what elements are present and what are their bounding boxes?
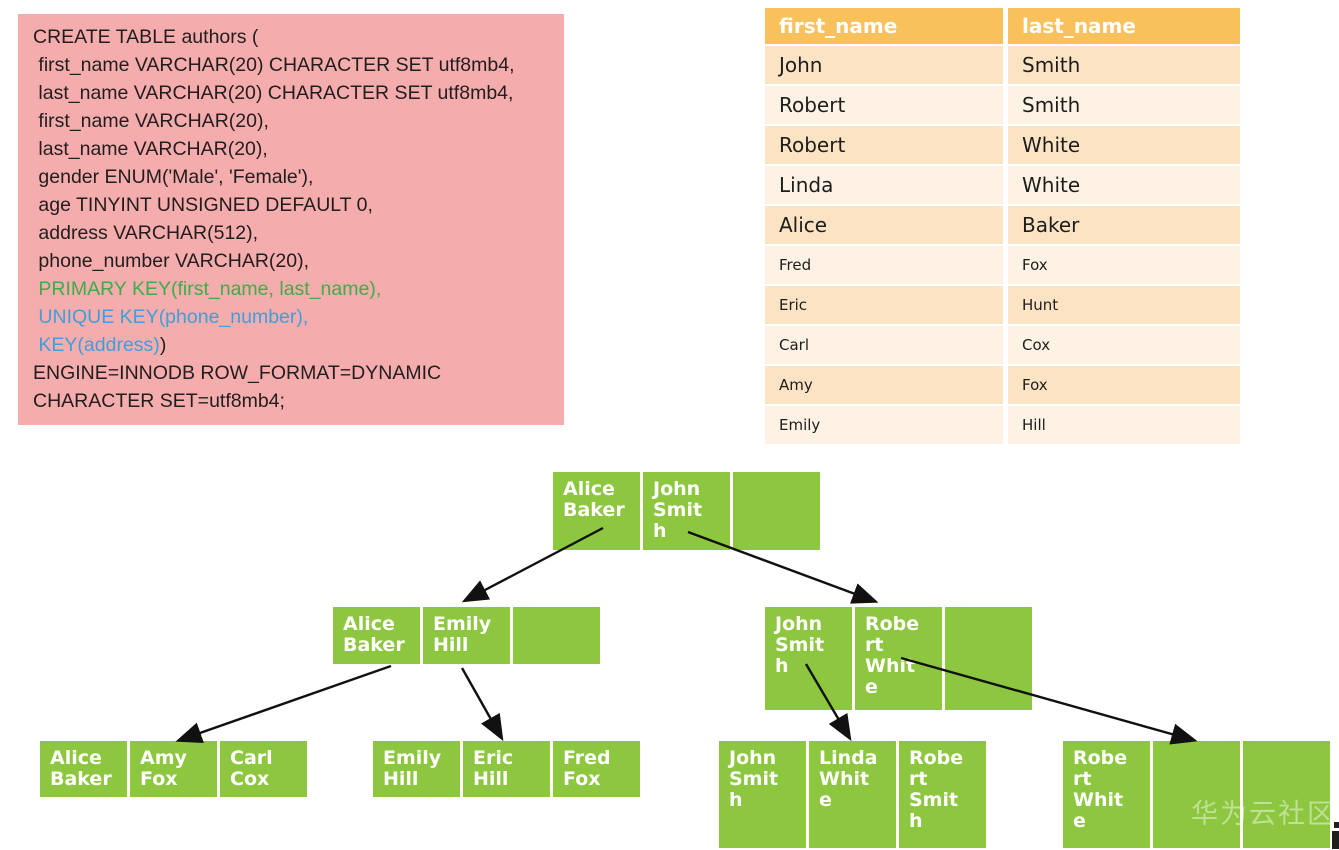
first-name-cell: Carl <box>765 326 1003 364</box>
last-name-cell: Baker <box>1008 206 1240 244</box>
column-header-last-name: last_name <box>1008 8 1240 44</box>
btree-arrow <box>175 664 392 744</box>
btree-node-root-cell: John Smit h <box>643 472 730 550</box>
code-line: address VARCHAR(512), <box>33 222 259 244</box>
code-line: gender ENUM('Male', 'Female'), <box>33 166 314 188</box>
btree-node-leaf-2-cell: Eric Hill <box>463 741 550 797</box>
btree-node-leaf-1-cell: Alice Baker <box>40 741 127 797</box>
btree-node-leaf-1-cell: Carl Cox <box>220 741 307 797</box>
btree-node-mid-right-cell: Robe rt Whit e <box>855 607 942 710</box>
btree-node-mid-right-cell <box>945 607 1032 710</box>
code-line: ENGINE=INNODB ROW_FORMAT=DYNAMIC <box>33 362 442 384</box>
code-line: last_name VARCHAR(20) CHARACTER SET utf8… <box>33 82 514 104</box>
btree-node-mid-right-cell: John Smit h <box>765 607 852 710</box>
btree-node-leaf-2-cell: Fred Fox <box>553 741 640 797</box>
btree-node-root-cell <box>733 472 820 550</box>
column-header-first-name: first_name <box>765 8 1003 44</box>
code-line: CHARACTER SET=utf8mb4; <box>33 390 285 412</box>
first-name-cell: Robert <box>765 126 1003 164</box>
sql-create-table-code-block: CREATE TABLE authors ( first_name VARCHA… <box>18 14 564 425</box>
last-name-cell: Hill <box>1008 406 1240 444</box>
btree-node-leaf-4-cell <box>1243 741 1330 848</box>
btree-node-mid-left-cell: Emily Hill <box>423 607 510 664</box>
table-header-row: first_name last_name <box>765 8 1240 44</box>
last-name-cell: Fox <box>1008 366 1240 404</box>
first-name-cell: Eric <box>765 286 1003 324</box>
last-name-cell: White <box>1008 166 1240 204</box>
btree-node-root-cell: Alice Baker <box>553 472 640 550</box>
last-name-cell: Smith <box>1008 46 1240 84</box>
last-name-cell: Cox <box>1008 326 1240 364</box>
btree-node-leaf-1-cell: Amy Fox <box>130 741 217 797</box>
code-line: first_name VARCHAR(20) CHARACTER SET utf… <box>33 54 515 76</box>
btree-node-mid-left-cell <box>513 607 600 664</box>
edge-artifact-top <box>1334 822 1339 828</box>
edge-artifact-bottom <box>1332 831 1339 849</box>
code-line: last_name VARCHAR(20), <box>33 138 268 160</box>
first-name-cell: Fred <box>765 246 1003 284</box>
code-line: UNIQUE KEY(phone_number), <box>33 306 309 328</box>
last-name-cell: White <box>1008 126 1240 164</box>
first-name-cell: Emily <box>765 406 1003 444</box>
btree-node-leaf-3-cell: Robe rt Smit h <box>899 741 986 848</box>
first-name-cell: John <box>765 46 1003 84</box>
btree-node-leaf-3-cell: Linda Whit e <box>809 741 896 848</box>
btree-arrow <box>460 667 504 742</box>
first-name-cell: Alice <box>765 206 1003 244</box>
code-line: first_name VARCHAR(20), <box>33 110 269 132</box>
first-name-cell: Amy <box>765 366 1003 404</box>
code-line: KEY(address)) <box>33 334 167 356</box>
watermark-text: 华为云社区 <box>1191 799 1336 830</box>
first-name-cell: Robert <box>765 86 1003 124</box>
last-name-cell: Fox <box>1008 246 1240 284</box>
btree-node-leaf-3-cell: John Smit h <box>719 741 806 848</box>
btree-node-leaf-2-cell: Emily Hill <box>373 741 460 797</box>
btree-node-leaf-4-cell: Robe rt Whit e <box>1063 741 1150 848</box>
code-line: phone_number VARCHAR(20), <box>33 250 310 272</box>
first-name-cell: Linda <box>765 166 1003 204</box>
last-name-cell: Smith <box>1008 86 1240 124</box>
code-line: PRIMARY KEY(first_name, last_name), <box>33 278 382 300</box>
code-line: age TINYINT UNSIGNED DEFAULT 0, <box>33 194 373 216</box>
last-name-cell: Hunt <box>1008 286 1240 324</box>
code-line: CREATE TABLE authors ( <box>33 26 259 48</box>
btree-node-leaf-4-cell <box>1153 741 1240 848</box>
btree-node-mid-left-cell: Alice Baker <box>333 607 420 664</box>
